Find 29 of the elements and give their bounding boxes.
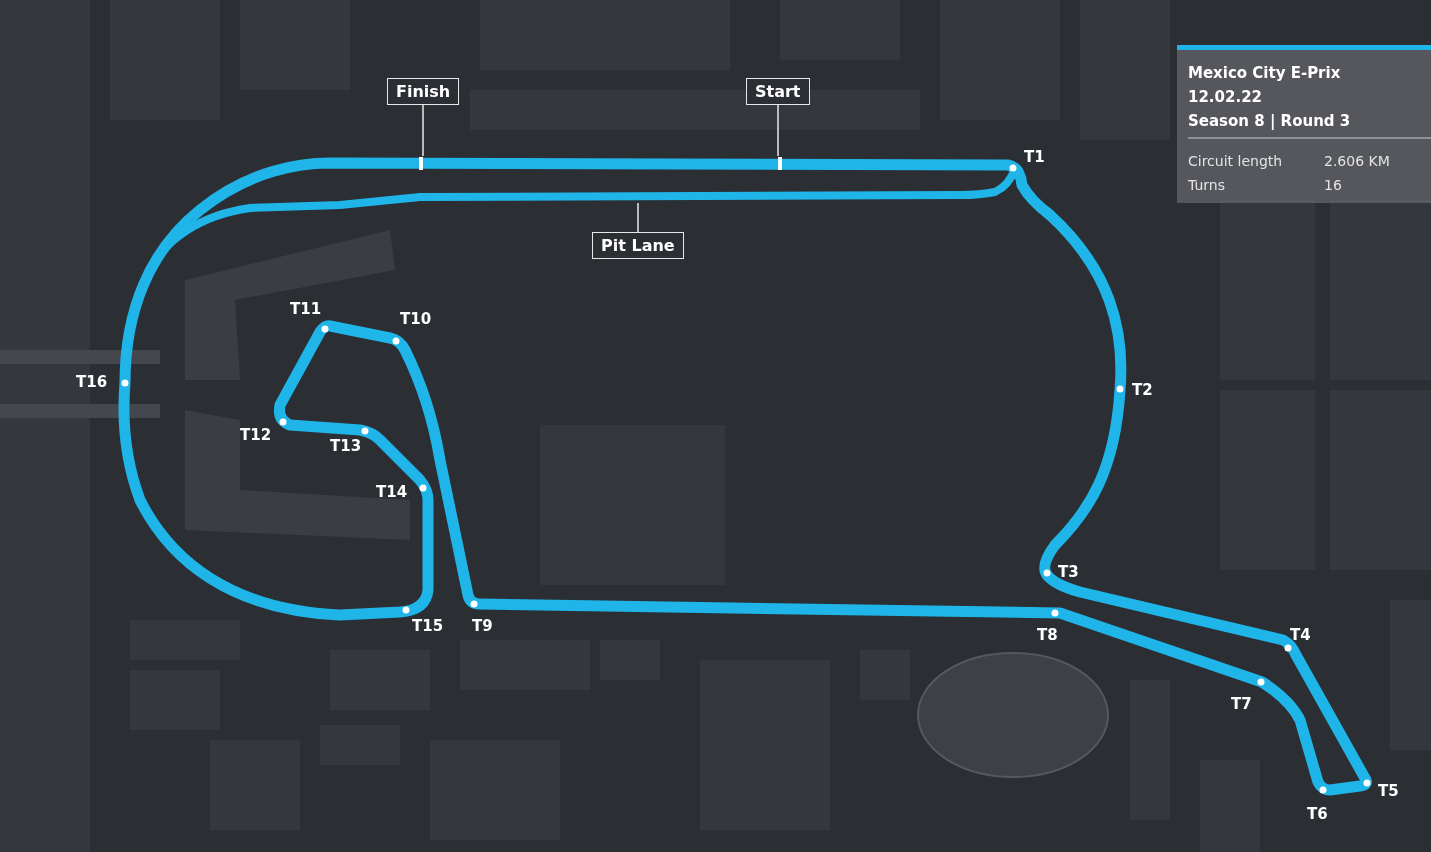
season-round-text: Season 8 | Round 3 [1188, 112, 1351, 130]
turn-label: T9 [472, 617, 493, 635]
turn-label: T3 [1058, 563, 1079, 581]
turn-label: T10 [400, 310, 432, 328]
turn-label: T6 [1307, 805, 1328, 823]
turn-label: T4 [1290, 626, 1311, 644]
finish-label-box: Finish [387, 78, 460, 105]
event-title: Mexico City E-Prix [1188, 64, 1341, 82]
start-label-box: Start [746, 78, 810, 105]
turn-label: T12 [240, 426, 272, 444]
turn-label: T2 [1132, 381, 1153, 399]
turn-label: T14 [376, 483, 408, 501]
turn-label: T11 [290, 300, 322, 318]
turn-label: T16 [76, 373, 108, 391]
leader-line [422, 104, 424, 157]
pit-lane-label-box: Pit Lane [592, 232, 684, 259]
turn-label: T15 [412, 617, 444, 635]
turn-label: T7 [1231, 695, 1252, 713]
turn-label: T13 [330, 437, 362, 455]
stat-value: 16 [1324, 177, 1342, 193]
leader-line [777, 104, 779, 157]
stat-name: Turns [1188, 177, 1225, 193]
stat-value: 2.606 KM [1324, 153, 1390, 169]
event-date: 12.02.22 [1188, 88, 1263, 106]
turn-label: T5 [1378, 782, 1399, 800]
turn-label: T1 [1024, 148, 1045, 166]
stat-name: Circuit length [1188, 153, 1283, 169]
turn-label: T8 [1037, 626, 1058, 644]
leader-line [637, 202, 639, 233]
